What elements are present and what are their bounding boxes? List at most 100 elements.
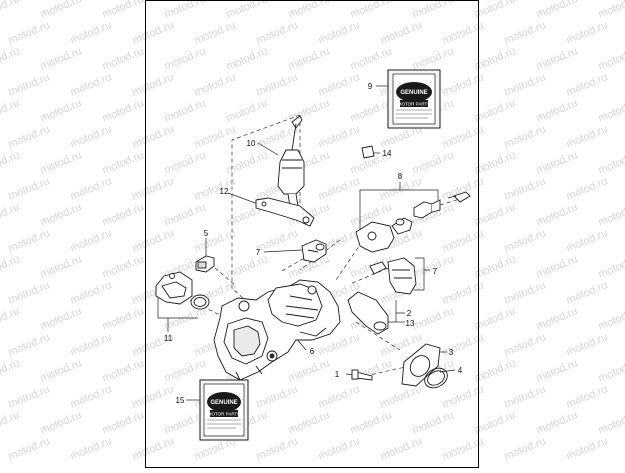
watermark-text: motod.ru (7, 123, 52, 150)
watermark-text: motod.ru (131, 123, 176, 150)
watermark-text: motod.ru (255, 19, 300, 46)
watermark-text: motod.ru (39, 0, 84, 21)
watermark-text: motod.ru (7, 175, 52, 202)
watermark-text: motod.ru (0, 97, 21, 124)
watermark-text: motod.ru (597, 201, 625, 228)
callout-11: 11 (164, 334, 173, 343)
watermark-text: motod.ru (131, 71, 176, 98)
watermark-text: motod.ru (535, 97, 580, 124)
callout-15: 15 (176, 396, 185, 405)
watermark-text: motod.ru (0, 253, 21, 280)
watermark-text: motod.ru (131, 227, 176, 254)
watermark-text: motod.ru (7, 331, 52, 358)
watermark-text: motod.ru (503, 227, 548, 254)
callout-14: 14 (383, 149, 392, 158)
watermark-text: motod.ru (7, 71, 52, 98)
watermark-text: motod.ru (69, 71, 114, 98)
watermark-text: motod.ru (163, 149, 208, 176)
watermark-text: motod.ru (39, 305, 84, 332)
watermark-text: motod.ru (193, 123, 238, 150)
package-sub-label-2: MOTOR PARTS (208, 412, 241, 417)
watermark-text: motod.ru (473, 201, 518, 228)
sensor-part (195, 255, 215, 273)
callout-13: 13 (406, 319, 415, 328)
watermark-text: motod.ru (473, 253, 518, 280)
callout-7: 7 (256, 248, 261, 257)
watermark-text: motod.ru (225, 0, 270, 21)
callout-8: 8 (398, 172, 403, 181)
watermark-text: motod.ru (101, 201, 146, 228)
watermark-text: motod.ru (503, 383, 548, 410)
watermark-text: motod.ru (565, 227, 610, 254)
watermark-text: motod.ru (39, 201, 84, 228)
throttle-body-part (213, 279, 341, 381)
watermark-text: motod.ru (255, 435, 300, 462)
watermark-text: motod.ru (7, 19, 52, 46)
watermark-text: motod.ru (317, 435, 362, 462)
watermark-text: motod.ru (193, 175, 238, 202)
watermark-text: motod.ru (411, 305, 456, 332)
watermark-text: motod.ru (503, 19, 548, 46)
watermark-text: motod.ru (225, 45, 270, 72)
watermark-text: motod.ru (565, 331, 610, 358)
callout-10: 10 (247, 139, 256, 148)
watermark-text: motod.ru (597, 357, 625, 384)
watermark-text: motod.ru (163, 0, 208, 21)
watermark-text: motod.ru (163, 305, 208, 332)
watermark-text: motod.ru (535, 201, 580, 228)
callout-7b: 7 (433, 267, 438, 276)
watermark-text: motod.ru (597, 253, 625, 280)
watermark-text: motod.ru (597, 45, 625, 72)
watermark-text: motod.ru (69, 279, 114, 306)
watermark-text: motod.ru (503, 71, 548, 98)
watermark-text: motod.ru (131, 175, 176, 202)
watermark-text: motod.ru (565, 19, 610, 46)
watermark-text: motod.ru (535, 409, 580, 436)
watermark-text: motod.ru (349, 97, 394, 124)
watermark-text: motod.ru (565, 71, 610, 98)
watermark-text: motod.ru (317, 175, 362, 202)
watermark-text: motod.ru (101, 97, 146, 124)
watermark-text: motod.ru (101, 357, 146, 384)
watermark-text: motod.ru (473, 45, 518, 72)
callout-1: 1 (335, 370, 340, 379)
watermark-text: motod.ru (473, 357, 518, 384)
callout-2: 2 (407, 309, 412, 318)
watermark-text: motod.ru (379, 19, 424, 46)
watermark-text: motod.ru (101, 409, 146, 436)
watermark-text: motod.ru (131, 435, 176, 462)
screw-part (351, 369, 373, 381)
fuel-injector-part (301, 239, 327, 263)
watermark-text: motod.ru (69, 175, 114, 202)
intake-elbow-part (347, 291, 389, 335)
watermark-text: motod.ru (287, 45, 332, 72)
watermark-text: motod.ru (535, 0, 580, 21)
watermark-text: motod.ru (0, 357, 21, 384)
watermark-text: motod.ru (535, 45, 580, 72)
watermark-text: motod.ru (0, 305, 21, 332)
watermark-text: motod.ru (7, 383, 52, 410)
watermark-text: motod.ru (163, 97, 208, 124)
watermark-text: motod.ru (39, 253, 84, 280)
watermark-text: motod.ru (597, 149, 625, 176)
watermark-text: motod.ru (163, 201, 208, 228)
watermark-text: motod.ru (411, 149, 456, 176)
watermark-text: motod.ru (69, 331, 114, 358)
watermark-text: motod.ru (411, 0, 456, 21)
watermark-text: motod.ru (535, 305, 580, 332)
callout-12: 12 (220, 187, 229, 196)
watermark-text: motod.ru (349, 0, 394, 21)
watermark-text: motod.ru (101, 0, 146, 21)
watermark-text: motod.ru (7, 279, 52, 306)
watermark-text: motod.ru (597, 0, 625, 21)
watermark-text: motod.ru (0, 149, 21, 176)
watermark-text: motod.ru (0, 201, 21, 228)
watermark-text: motod.ru (473, 409, 518, 436)
package-sub-label: MOTOR PARTS (398, 102, 431, 107)
cover-part (155, 271, 210, 310)
watermark-text: motod.ru (39, 97, 84, 124)
watermark-text: motod.ru (225, 253, 270, 280)
watermark-text: motod.ru (317, 71, 362, 98)
watermark-text: motod.ru (503, 435, 548, 462)
package-brand-label-2: GENUINE (210, 400, 237, 406)
